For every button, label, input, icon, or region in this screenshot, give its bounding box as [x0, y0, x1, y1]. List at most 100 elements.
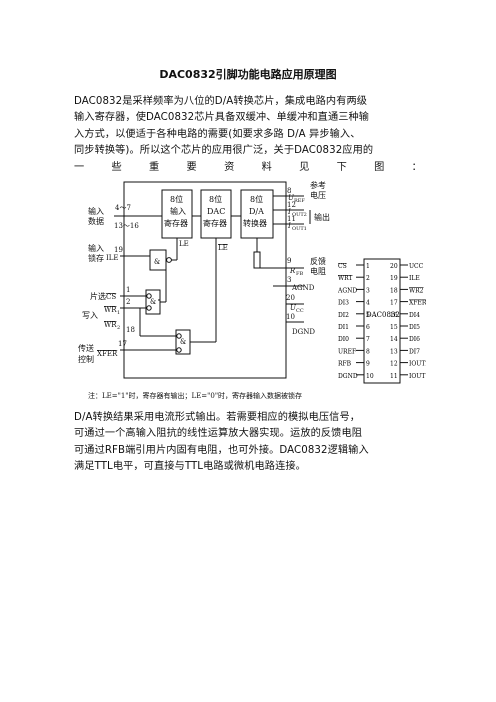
pin-label: DI6: [409, 336, 420, 343]
pin-number: 9: [366, 361, 370, 368]
pin-label: DI5: [409, 324, 420, 331]
iout2-sub: OUT2: [292, 212, 307, 218]
body-line: 可通过RFB端引用片内固有电阻，也可外接。DAC0832逻辑输入: [74, 444, 369, 456]
intro-char: 料: [261, 161, 272, 173]
pin-number: 13: [390, 348, 398, 355]
rfb-signal: R: [289, 267, 296, 275]
and-symbol: &: [180, 338, 186, 346]
ucc-pin: 20: [286, 294, 295, 302]
pin-number: 5: [366, 312, 370, 319]
chip-outline: [123, 181, 287, 379]
pin-number: 16: [390, 312, 398, 319]
pin-number: 19: [390, 275, 398, 282]
pin-number: 11: [390, 373, 398, 380]
pin-label: CS: [338, 263, 347, 270]
chip-body: [363, 258, 401, 384]
body-line: 满足TTL电平，可直接与TTL电路或微机电路连接。: [74, 461, 306, 473]
dgnd-signal: DGND: [292, 328, 315, 336]
intro-line: 同步转换等)。所以这个芯片的应用很广泛，关于DAC0832应用的: [74, 145, 374, 157]
input-data-label: 输入: [88, 206, 104, 216]
body-line: D/A转换结果采用电流形式输出。若需要相应的模拟电压信号，: [74, 412, 361, 423]
ile-signal: ILE: [106, 254, 119, 262]
wr1-sub: 1: [117, 310, 120, 316]
wr2-sub: 2: [117, 325, 120, 331]
pin-label: WR1: [338, 275, 353, 282]
iout2-pin: 12: [287, 201, 296, 209]
pin-label: XFER: [409, 300, 426, 307]
pin-label: DI0: [338, 336, 349, 343]
le-label-2: LE: [218, 244, 228, 252]
reg3-text: 转换器: [243, 218, 267, 228]
iout1-pin: 11: [287, 215, 296, 223]
pin-number: 15: [390, 324, 398, 331]
pin-number: 10: [366, 373, 374, 380]
ref-label: 参考: [310, 180, 326, 190]
ucc-signal: U: [290, 304, 297, 312]
pin-label: RFB: [338, 361, 352, 368]
input-data-label: 数据: [88, 216, 104, 226]
ref-label: 电压: [310, 190, 326, 200]
body-line: 可通过一个高输入阻抗的线性运算放大器实现。运放的反馈电阻: [74, 428, 363, 440]
intro-last-line: 一 些 重 要 资 料 见 下 图 ：: [74, 160, 422, 176]
cs-pin: 1: [126, 286, 130, 294]
da-converter: [240, 189, 274, 239]
pin-label: DI3: [338, 300, 349, 307]
intro-line: 输入寄存器，使DAC0832芯片具备双缓冲、单缓冲和直通三种输: [74, 112, 370, 124]
input-pins: 4～7: [115, 204, 131, 212]
pin-number: 18: [390, 287, 398, 294]
block-diagram: 输入 数据 4～7 13～16 输入 锁存 19 ILE 片选 CS 1 写入 …: [78, 180, 330, 400]
intro-char: ：: [411, 161, 422, 173]
pin-label: AGND: [338, 287, 357, 294]
body-paragraph: D/A转换结果采用电流形式输出。若需要相应的模拟电压信号， 可通过一个高输入阻抗…: [74, 410, 422, 476]
pin-number: 6: [366, 324, 370, 331]
cs-signal: CS: [106, 293, 116, 301]
output-label: 输出: [314, 212, 330, 222]
diagram-note: 注：LE="1"时，寄存器有输出；LE="0"时，寄存器输入数据被锁存: [88, 391, 302, 400]
pin-number: 8: [366, 348, 370, 355]
pin-label: DI7: [409, 348, 420, 355]
reg2-text: DAC: [207, 207, 225, 216]
pin-label: DGND: [338, 373, 358, 380]
feedback-label: 反馈: [310, 256, 326, 266]
reg2-text: 寄存器: [203, 218, 227, 228]
intro-char: 图: [374, 161, 385, 173]
reg1-text: 寄存器: [164, 218, 188, 228]
pin-number: 20: [390, 263, 398, 270]
pin-number: 12: [390, 361, 398, 368]
input-pins: 13～16: [114, 222, 139, 230]
vref-pin: 8: [287, 187, 291, 195]
pin-number: 14: [390, 336, 398, 343]
feedback-resistor: [253, 251, 261, 269]
iout2-signal: I: [287, 208, 291, 216]
pin-label: UREF: [338, 348, 356, 355]
ile-label: 锁存: [88, 253, 104, 263]
feedback-label: 电阻: [310, 266, 326, 276]
agnd-pin: 3: [287, 276, 291, 284]
ile-label: 输入: [88, 243, 104, 253]
wr2-pin: 18: [126, 326, 135, 334]
pin-number: 7: [366, 336, 370, 343]
reg2-text: 8位: [209, 194, 222, 204]
document-title: DAC0832引脚功能电路应用原理图: [159, 68, 337, 81]
reg1-text: 8位: [170, 194, 183, 204]
intro-char: 要: [186, 161, 197, 173]
iout1-signal: I: [287, 222, 291, 230]
intro-char: 些: [111, 161, 122, 173]
iout1-sub: OUT1: [292, 226, 307, 232]
and-symbol: &: [154, 258, 160, 266]
intro-char: 下: [336, 161, 347, 173]
reg3-text: D/A: [249, 207, 264, 216]
intro-line: 入方式，以便适于各种电路的需要(如要求多路 D/A 异步输入、: [74, 128, 361, 140]
wr2-signal: WR: [104, 321, 117, 329]
xfer-pin: 17: [118, 340, 127, 348]
pin-label: DI4: [409, 312, 420, 319]
intro-char: 重: [149, 161, 160, 173]
ile-pin: 19: [114, 246, 123, 254]
reg3-text: 8位: [250, 194, 263, 204]
intro-char: 资: [224, 161, 235, 173]
rfb-pin: 9: [287, 257, 291, 265]
le-label-1: LE: [179, 240, 189, 248]
pin-number: 3: [366, 287, 370, 294]
